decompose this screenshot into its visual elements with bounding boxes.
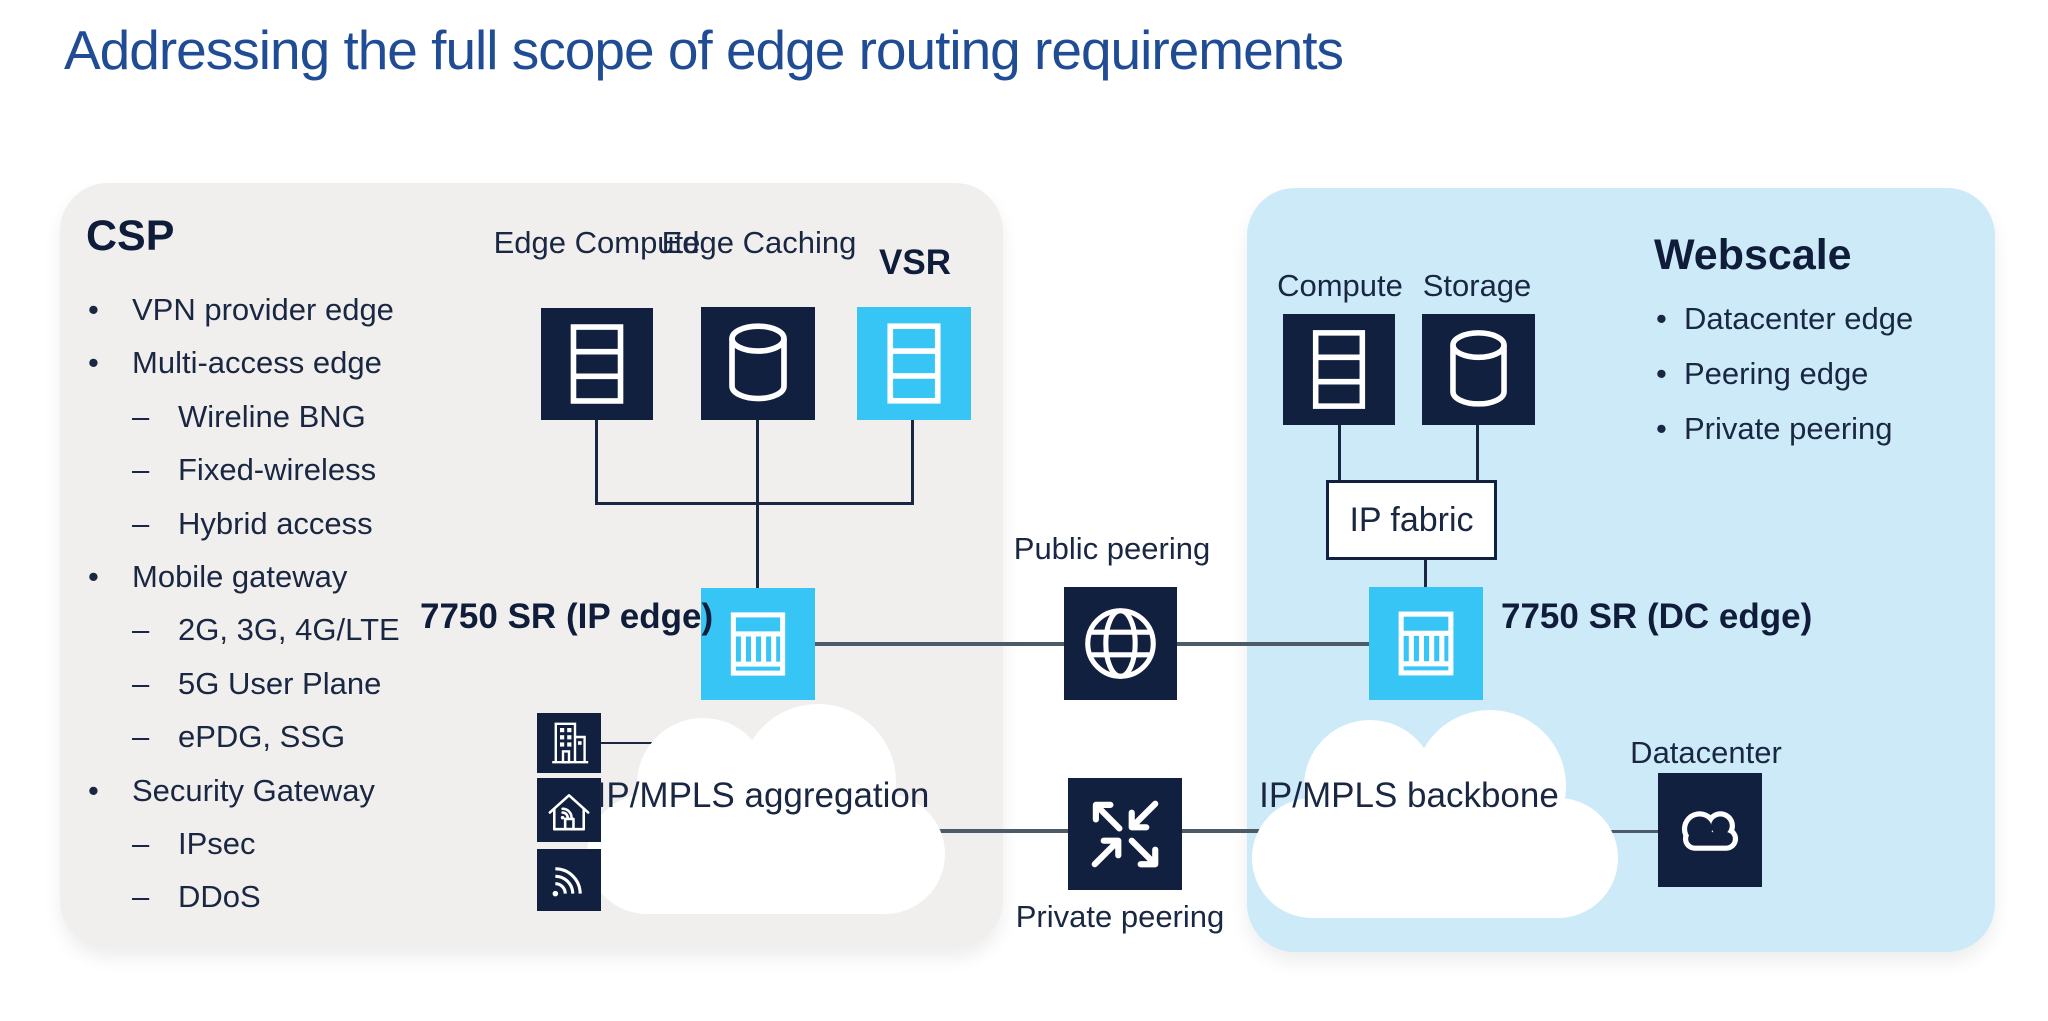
radio-signal-icon bbox=[552, 867, 582, 897]
storage-label: Storage bbox=[1422, 268, 1532, 303]
router-dc-edge-node bbox=[1369, 587, 1483, 700]
cloud-shape bbox=[1252, 710, 1618, 918]
vsr-label: VSR bbox=[879, 243, 951, 282]
connector-line bbox=[595, 420, 598, 505]
list-item: –5G User Plane bbox=[86, 664, 506, 717]
bullet-marker: • bbox=[88, 558, 99, 594]
router-icon bbox=[730, 612, 786, 676]
server-icon bbox=[887, 323, 941, 404]
bullet-marker: • bbox=[88, 292, 99, 327]
compute-label: Compute bbox=[1277, 268, 1403, 303]
bullet-marker: • bbox=[1656, 411, 1667, 446]
list-item: –Wireline BNG bbox=[86, 397, 506, 450]
ip-fabric-label: IP fabric bbox=[1349, 500, 1474, 539]
aggregation-cloud-label: IP/MPLS aggregation bbox=[596, 776, 930, 815]
dash-marker: – bbox=[132, 505, 150, 541]
backbone-cloud-label: IP/MPLS backbone bbox=[1259, 776, 1559, 815]
page-title: Addressing the full scope of edge routin… bbox=[64, 19, 1344, 81]
bullet-marker: • bbox=[88, 345, 99, 381]
compute-node bbox=[1283, 314, 1395, 425]
smart-home-access-node bbox=[537, 778, 601, 842]
bullet-marker: • bbox=[1656, 356, 1667, 391]
connector-line bbox=[595, 502, 914, 505]
connector-line bbox=[1476, 425, 1479, 481]
dash-marker: – bbox=[132, 612, 150, 648]
edge-caching-node bbox=[701, 307, 815, 420]
list-item: •Datacenter edge bbox=[1654, 299, 1984, 354]
csp-heading: CSP bbox=[86, 212, 175, 260]
dash-marker: – bbox=[132, 665, 150, 701]
list-item: •Multi-access edge bbox=[86, 343, 506, 396]
list-item: –Fixed-wireless bbox=[86, 450, 506, 503]
edge-caching-label: Edge Caching bbox=[661, 225, 857, 260]
list-item: –IPsec bbox=[86, 824, 506, 877]
cloud-shape bbox=[587, 704, 945, 914]
connector-line bbox=[1424, 558, 1427, 588]
link-privatepeering-backbone bbox=[1182, 829, 1288, 833]
ip-mpls-backbone-cloud bbox=[1248, 700, 1622, 924]
link-publicpeering-dcedge bbox=[1177, 642, 1369, 646]
connector-line bbox=[1338, 425, 1341, 481]
storage-node bbox=[1422, 314, 1535, 425]
list-item: •VPN provider edge bbox=[86, 290, 506, 343]
datacenter-label: Datacenter bbox=[1630, 735, 1782, 770]
building-icon bbox=[552, 722, 589, 764]
enterprise-access-node bbox=[537, 713, 601, 773]
link-aggregation-privatepeering bbox=[930, 829, 1068, 833]
public-peering-node bbox=[1064, 587, 1177, 700]
webscale-heading: Webscale bbox=[1654, 231, 1852, 279]
public-peering-label: Public peering bbox=[1013, 531, 1211, 566]
csp-list: •VPN provider edge •Multi-access edge –W… bbox=[86, 290, 506, 931]
dash-marker: – bbox=[132, 879, 150, 915]
list-item: •Security Gateway bbox=[86, 771, 506, 824]
list-item: •Private peering bbox=[1654, 409, 1984, 464]
bullet-marker: • bbox=[1656, 301, 1667, 336]
dash-marker: – bbox=[132, 398, 150, 434]
cloud-icon bbox=[1681, 811, 1739, 851]
dash-marker: – bbox=[132, 719, 150, 755]
list-item: –Hybrid access bbox=[86, 504, 506, 557]
globe-icon bbox=[1085, 608, 1156, 679]
database-icon bbox=[729, 323, 787, 402]
dash-marker: – bbox=[132, 825, 150, 861]
exchange-arrows-icon bbox=[1091, 800, 1159, 868]
list-item: –2G, 3G, 4G/LTE bbox=[86, 610, 506, 663]
server-icon bbox=[1312, 330, 1366, 409]
edge-compute-label: Edge Compute bbox=[493, 225, 701, 260]
connector-line bbox=[601, 742, 667, 744]
datacenter-node bbox=[1658, 773, 1762, 887]
list-item: –DDoS bbox=[86, 877, 506, 930]
wireless-access-node bbox=[537, 849, 601, 911]
router-dc-edge-label: 7750 SR (DC edge) bbox=[1501, 597, 1813, 636]
ip-mpls-aggregation-cloud bbox=[583, 696, 949, 920]
bullet-marker: • bbox=[88, 772, 99, 808]
server-icon bbox=[570, 324, 624, 404]
connector-line bbox=[756, 420, 759, 590]
private-peering-label: Private peering bbox=[1015, 899, 1225, 934]
private-peering-node bbox=[1068, 778, 1182, 890]
list-item: •Peering edge bbox=[1654, 354, 1984, 409]
router-ip-edge-label: 7750 SR (IP edge) bbox=[420, 597, 714, 636]
link-ipedge-publicpeering bbox=[815, 642, 1064, 646]
list-item: •Mobile gateway bbox=[86, 557, 506, 610]
ip-fabric-box: IP fabric bbox=[1326, 480, 1497, 560]
connector-line bbox=[911, 420, 914, 505]
home-wifi-icon bbox=[548, 794, 590, 831]
edge-compute-node bbox=[541, 308, 653, 420]
router-ip-edge-node bbox=[701, 588, 815, 700]
dash-marker: – bbox=[132, 452, 150, 488]
database-icon bbox=[1450, 330, 1507, 407]
router-icon bbox=[1398, 611, 1454, 676]
list-item: –ePDG, SSG bbox=[86, 717, 506, 770]
vsr-node bbox=[857, 307, 971, 420]
webscale-list: •Datacenter edge •Peering edge •Private … bbox=[1654, 299, 1984, 464]
